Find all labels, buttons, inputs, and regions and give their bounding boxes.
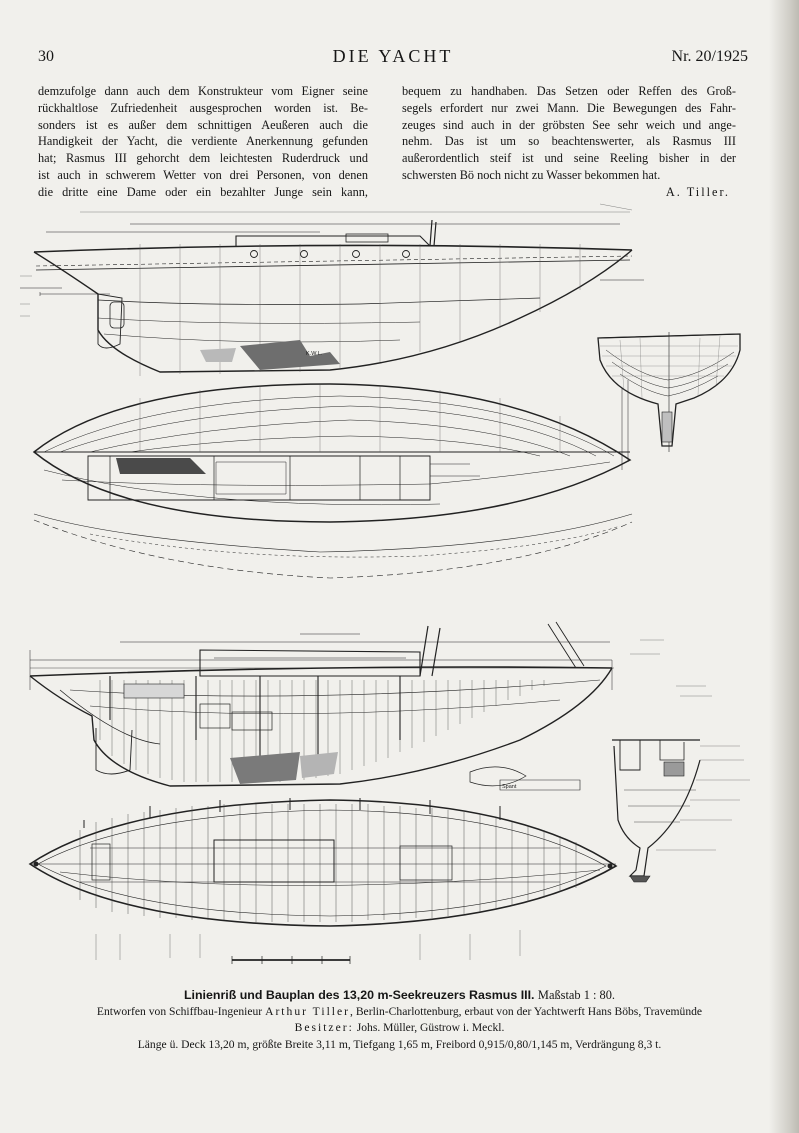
figure-caption: Linienriß und Bauplan des 13,20 m-Seekre… (0, 987, 799, 1053)
text-line: nehm. Das ist um so beachtenswerter, als… (402, 134, 736, 149)
text-line: sonders ist es außer dem schnittigen Aeu… (38, 117, 368, 132)
text-column-right: bequem zu handhaben. Das Setzen oder Ref… (402, 83, 736, 201)
profile-view: K.W.L. (20, 219, 644, 376)
page-number: 30 (38, 48, 54, 65)
caption-designer-line: Entworfen von Schiffbau-Ingenieur Arthur… (0, 1004, 799, 1021)
text-column-left: demzufolge dann auch dem Konstrukteur vo… (38, 83, 368, 201)
frame-label: Spant (502, 784, 517, 790)
caption-designer-name: Arthur Tiller (265, 1004, 351, 1018)
caption-designer-prefix: Entworfen von Schiffbau-Ingenieur (96, 1004, 263, 1018)
text-line: die dritte eine Dame oder ein bezahlter … (38, 184, 368, 199)
text-line: hat; Rasmus III gehorcht dem leichtesten… (38, 151, 368, 166)
caption-owner-prefix: Besitzer: (294, 1021, 354, 1034)
text-line: bequem zu handhaben. Das Setzen oder Ref… (402, 84, 736, 98)
construction-profile-view: Spant (29, 621, 614, 791)
page-header: 30 DIE YACHT Nr. 20/1925 (38, 44, 748, 70)
text-line: zeuges sind auch in der gröbsten See seh… (402, 117, 736, 132)
deck-plan-view (32, 380, 633, 579)
caption-scale: Maßstab 1 : 80. (537, 988, 616, 1002)
construction-deck-view (28, 798, 618, 964)
text-line: ist auch in schwerem Wetter von drei Per… (38, 167, 368, 182)
caption-dimensions: Länge ü. Deck 13,20 m, größte Breite 3,1… (137, 1037, 662, 1051)
caption-title-line: Linienriß und Bauplan des 13,20 m-Seekre… (0, 987, 799, 1004)
text-line: außerordentlich steif ist und seine Reel… (402, 151, 736, 166)
text-line: demzufolge dann auch dem Konstrukteur vo… (38, 84, 368, 98)
midship-section-view (612, 739, 750, 883)
caption-owner-line: Besitzer: Johs. Müller, Güstrow i. Meckl… (0, 1020, 799, 1037)
caption-owner-name: Johs. Müller, Güstrow i. Meckl. (356, 1021, 505, 1034)
text-line: rückhaltlose Zufriedenheit ausgesprochen… (38, 100, 368, 115)
text-line: segels erfordert nur zwei Mann. Die Bewe… (402, 100, 736, 115)
journal-title: DIE YACHT (332, 46, 454, 66)
text-line: Handigkeit der Yacht, die verdiente Aner… (38, 134, 368, 149)
issue-number: Nr. 20/1925 (671, 48, 748, 65)
text-line: schwersten Bö noch nicht zu Wasser bekom… (402, 167, 661, 182)
waterline-label: K.W.L. (306, 351, 323, 357)
body-plan-view (597, 332, 741, 452)
page-edge-shadow (769, 0, 799, 1133)
caption-title: Linienriß und Bauplan des 13,20 m-Seekre… (183, 988, 535, 1002)
caption-builder: , Berlin-Charlottenburg, erbaut von der … (350, 1004, 703, 1018)
author-signature: A. Tiller. (665, 184, 730, 199)
